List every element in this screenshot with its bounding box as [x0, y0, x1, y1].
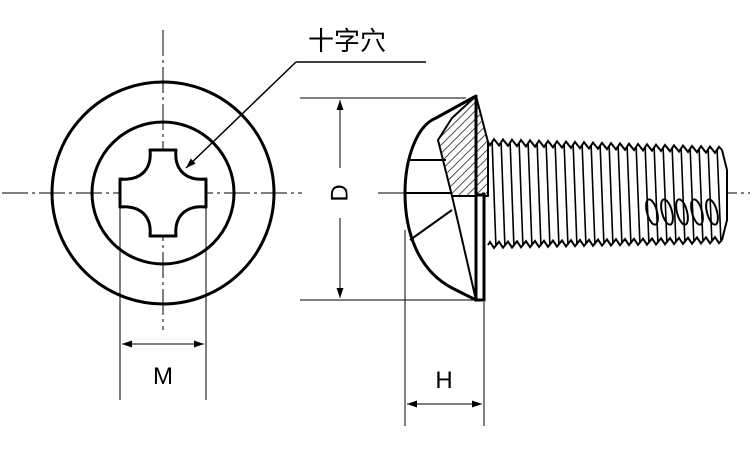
- thread-crest-line: [590, 142, 596, 245]
- thread-crest-line: [644, 143, 650, 245]
- thread-crest-line: [689, 144, 695, 245]
- top-view: M: [2, 30, 302, 400]
- callout-leader-arrow: [185, 61, 297, 169]
- thread-crest-line: [698, 145, 704, 245]
- thread-crest-line: [608, 142, 614, 245]
- dimension-label-h: H: [435, 367, 452, 394]
- thread-crest-line: [671, 144, 677, 245]
- thread-tip-coils: [645, 198, 719, 226]
- thread-crest-line: [554, 142, 560, 245]
- thread-crest-line: [680, 144, 686, 245]
- thread-crest-line: [653, 143, 659, 245]
- thread-crest-line: [563, 142, 569, 245]
- thread-crest-line: [599, 142, 605, 245]
- thread-body: [487, 137, 728, 250]
- thread-crest-line: [662, 143, 668, 245]
- thread-crest-line: [509, 142, 515, 245]
- thread-crest-line: [572, 142, 578, 245]
- thread-crest-line: [626, 142, 632, 245]
- head-circle: [90, 120, 236, 266]
- thread-crest-line: [635, 143, 641, 245]
- thread-crest-line: [536, 142, 542, 245]
- dimension-label-d: D: [327, 184, 354, 201]
- thread-crest-line: [500, 142, 506, 245]
- side-view: D H: [300, 94, 750, 426]
- cross-recess-shape: [118, 148, 208, 238]
- flange: [474, 193, 486, 302]
- thread-crest-line: [527, 142, 533, 245]
- thread-crest-line: [518, 142, 524, 245]
- cross-recess-callout: 十字穴: [185, 27, 426, 169]
- screw-head-section: [403, 94, 489, 302]
- callout-label-cross-recess: 十字穴: [308, 27, 386, 57]
- thread-crest-line: [716, 145, 722, 245]
- thread-crest-line: [545, 142, 551, 245]
- thread-crest-line: [491, 142, 497, 245]
- dimension-label-m: M: [153, 363, 173, 390]
- flange-outer-circle: [50, 80, 276, 306]
- thread-crest-line: [581, 142, 587, 245]
- thread-crest-line: [707, 145, 713, 245]
- thread-crest-line: [617, 142, 623, 245]
